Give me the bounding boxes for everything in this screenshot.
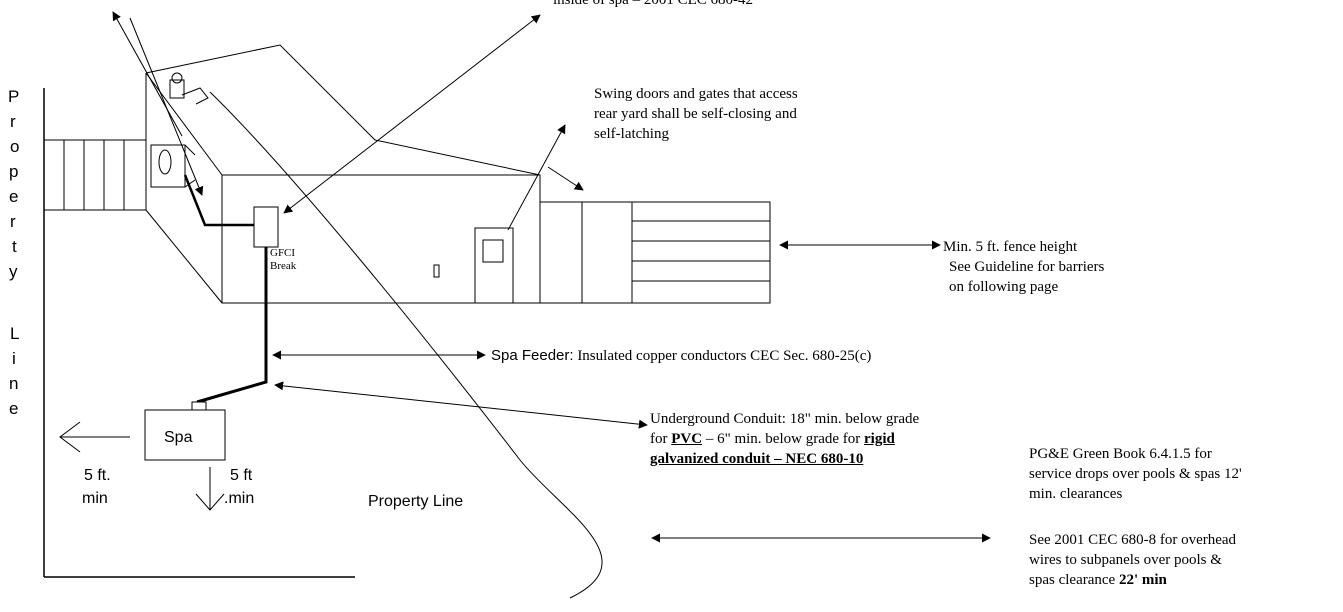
vertical-letter: L <box>10 324 19 343</box>
vertical-letter: e <box>9 187 18 206</box>
cec-note-line2: wires to subpanels over pools & <box>1029 552 1222 568</box>
vertical-letter: t <box>12 237 17 256</box>
vertical-letter: i <box>12 349 16 368</box>
conduit-rigid: rigid <box>864 431 895 447</box>
spa-left-clearance-line2: min <box>82 490 108 507</box>
cec-note-line3-bold: 22' min <box>1118 572 1167 588</box>
top-cut-note: inside of spa – 2001 CEC 680-42 <box>553 0 753 8</box>
fence-height-note: Min. 5 ft. fence height See Guideline fo… <box>943 237 1104 297</box>
vertical-letter: P <box>8 87 19 106</box>
arrow-to-side-unit <box>129 17 204 196</box>
pge-note-line: service drops over pools & spas 12' <box>1029 466 1242 482</box>
spa-left-clearance-line1: 5 ft. <box>84 467 111 484</box>
house <box>145 44 603 599</box>
fence-note-line: Min. 5 ft. fence height <box>943 239 1078 255</box>
cec-note-line1: See 2001 CEC 680-8 for overhead <box>1029 532 1237 548</box>
pge-note: PG&E Green Book 6.4.1.5 for service drop… <box>1029 444 1242 504</box>
pge-note-line: min. clearances <box>1029 486 1123 502</box>
conduit-line1: Underground Conduit: 18" min. below grad… <box>650 411 920 427</box>
left-fence <box>43 139 147 211</box>
spa-clearance-arrows <box>59 421 225 511</box>
vertical-letter: o <box>10 137 19 156</box>
vertical-letter: p <box>9 162 18 181</box>
right-fence <box>539 201 771 304</box>
property-line-vertical-label: P r o p e r t y L i n e <box>8 87 19 418</box>
gates-note-line: Swing doors and gates that access <box>594 86 798 102</box>
arrow-gfci-top <box>283 14 541 214</box>
spa-feeder-note: Spa Feeder: Insulated copper conductors … <box>491 346 871 366</box>
fence-note-line: See Guideline for barriers <box>949 259 1105 275</box>
spa-label: Spa <box>164 429 193 446</box>
underground-conduit-note: Underground Conduit: 18" min. below grad… <box>650 409 919 469</box>
arrow-gate <box>547 166 584 191</box>
spa <box>144 401 226 461</box>
spa-bottom-clearance-line2: .min <box>224 490 254 507</box>
property-line-horizontal-label: Property Line <box>368 493 463 510</box>
cec-note-line3-prefix: spas clearance <box>1029 572 1119 588</box>
gates-note-line: rear yard shall be self-closing and <box>594 106 797 122</box>
conduit-line3: galvanized conduit – NEC 680-10 <box>650 451 864 467</box>
vertical-letter: r <box>10 112 16 131</box>
gates-note-line: self-latching <box>594 126 669 142</box>
spa-feeder-text: Insulated copper conductors CEC Sec. 680… <box>573 348 872 364</box>
conduit-mid: – 6" min. below grade for <box>702 431 864 447</box>
cec-overhead-note: See 2001 CEC 680-8 for overhead wires to… <box>1029 530 1236 590</box>
spa-bottom-clearance-line1: 5 ft <box>230 467 253 484</box>
gates-note: Swing doors and gates that access rear y… <box>594 84 798 144</box>
fence-note-line: on following page <box>949 279 1059 295</box>
spa-feeder-prefix: Spa Feeder: <box>491 347 574 364</box>
spa-feeder-conduit <box>196 247 268 404</box>
arrow-underground-conduit <box>274 381 648 429</box>
conduit-pvc: PVC <box>671 431 703 447</box>
vertical-letter: r <box>10 212 16 231</box>
conduit-for: for <box>650 431 672 447</box>
vertical-letter: n <box>9 374 18 393</box>
leader-arrows <box>112 11 991 543</box>
pge-note-line: PG&E Green Book 6.4.1.5 for <box>1029 446 1212 462</box>
arrow-door-gates <box>507 124 566 231</box>
gfci-label-line2: Break <box>270 260 297 272</box>
vertical-letter: e <box>9 399 18 418</box>
arrow-meter-up <box>112 11 183 137</box>
conduit-line2: for PVC – 6" min. below grade for rigid <box>650 429 919 449</box>
gfci-label-line1: GFCI <box>270 247 295 259</box>
vertical-letter: y <box>9 262 18 281</box>
